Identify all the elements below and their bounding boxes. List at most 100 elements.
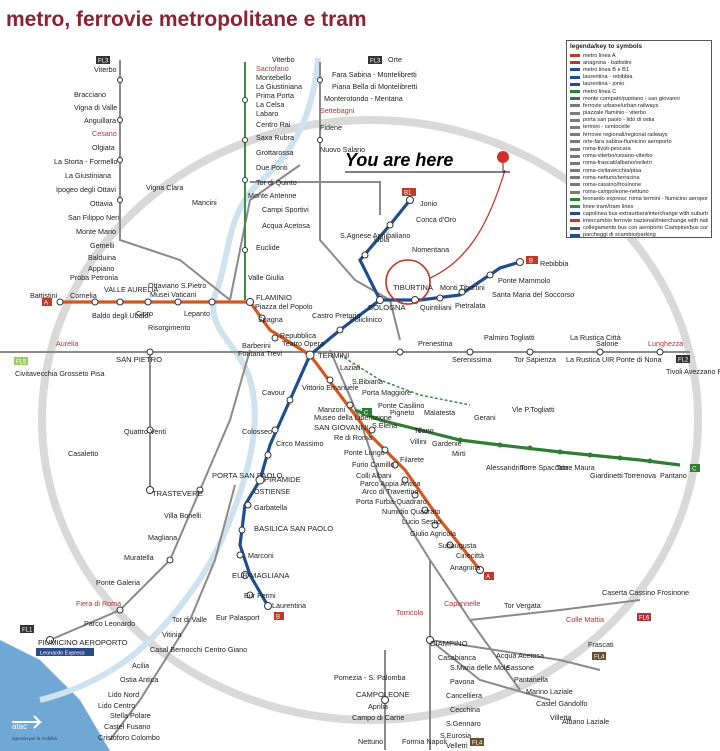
station-dot: [174, 298, 182, 306]
station-label: Villini: [410, 437, 427, 446]
station-dot: [557, 449, 563, 455]
station-dot: [317, 137, 323, 143]
station-label: Teatro Opera: [282, 339, 324, 348]
legend-swatch: [570, 90, 580, 94]
station-label: Anagnina: [450, 563, 480, 572]
station-dot: [368, 426, 376, 434]
fl4-badge-label: FL4: [472, 741, 483, 747]
legend-row: roma-tivoli-pescara: [570, 145, 708, 152]
station-dot: [406, 196, 414, 204]
battistini-a-badge-label: A: [44, 301, 48, 307]
rail-fl4-albano: [429, 639, 551, 701]
legend-row-label: termini - centocelle: [583, 124, 630, 131]
station-label: Ponte Casilino: [378, 401, 424, 410]
station-label: Castel Fusano: [104, 722, 150, 731]
station-label: Barberini: [242, 341, 271, 350]
station-label: Vigna di Valle: [74, 103, 117, 112]
station-label: S.Bibiana: [352, 377, 383, 386]
station-label: Filarete: [400, 455, 424, 464]
station-label: San Filippo Neri: [68, 213, 120, 222]
station-label: Magliana: [148, 533, 177, 542]
station-label: Ostia Antica: [120, 675, 158, 684]
station-dot: [336, 326, 344, 334]
station-label: Castel Gandolfo: [536, 699, 588, 708]
fl1-badge-south-label: FL1: [22, 628, 33, 634]
station-label: S.Agnese Annibaliano: [340, 231, 410, 240]
rail-fl3-north: [119, 60, 231, 301]
gra-ring: [38, 116, 702, 724]
legend-swatch: [570, 97, 580, 101]
station-label: Eur Fermi: [244, 591, 276, 600]
tevere-river: [39, 57, 321, 703]
legend-row-label: roma-frascati/albano/velletri: [583, 160, 652, 167]
fl2-badge: [676, 355, 690, 363]
station-label: Malatesta: [424, 408, 455, 417]
station-dot: [238, 526, 246, 534]
legend-swatch: [570, 140, 580, 144]
legend-row-label: capolinea bus extraurbani/interchange wi…: [583, 210, 708, 217]
station-label: Pomezia - S. Palomba: [334, 673, 406, 682]
station-label: Viterbo: [272, 55, 295, 64]
station-label: Tivoli Avezzano Pescara: [666, 367, 720, 376]
rail-fl1-north: [319, 62, 401, 341]
station-dot: [457, 437, 463, 443]
pantano-c-badge: [690, 464, 700, 472]
station-label: Torre Spaccata: [520, 463, 568, 472]
fl4-badge-frascati: [592, 652, 606, 660]
station-dot: [391, 461, 399, 469]
station-label: Monti Tiburtini: [440, 283, 485, 292]
station-label: Ponte Galeria: [96, 578, 140, 587]
you-are-here-pointer: [429, 169, 506, 279]
station-label: Giulio Agricola: [410, 529, 456, 538]
station-dot: [466, 348, 474, 356]
station-dot: [381, 446, 389, 454]
station-label: Nomentana: [412, 245, 449, 254]
station-label: Saxa Rubra: [256, 133, 294, 142]
rail-frascati: [429, 639, 601, 671]
legend-row: roma-campoleone-nettuno: [570, 189, 708, 196]
station-label: Orte: [388, 55, 402, 64]
legend-row-label: ferrovie urbane/urban railways: [583, 102, 659, 109]
fl5-badge: [14, 357, 28, 365]
station-label: Fara Sabina - Montelibretti: [332, 70, 417, 79]
station-label: CAMPOLEONE: [356, 690, 410, 699]
station-label: SAN PIETRO: [116, 355, 162, 364]
station-dot: [376, 296, 384, 304]
station-label: Cancelliera: [446, 691, 482, 700]
station-dot: [146, 426, 154, 434]
station-label: Palmiro Togliatti: [484, 333, 535, 342]
legend-row: metro linea B e B1: [570, 66, 708, 73]
legend-row: monte compatri/pantano - san giovanni: [570, 95, 708, 102]
rebibbia-b-badge-label: B: [529, 259, 533, 265]
station-label: Libia: [374, 235, 389, 244]
station-dot: [381, 696, 389, 704]
station-dot: [411, 491, 419, 499]
legend-row: laurentina - rebibbia: [570, 74, 708, 81]
station-label: Mirti: [452, 449, 466, 458]
station-label: Centro Rai: [256, 120, 291, 129]
station-label: OSTIENSE: [254, 487, 291, 496]
station-label: Formia Napoli: [402, 737, 447, 746]
fl1-badge-north-label: FL3: [370, 59, 381, 65]
jonio-b1-badge-label: B1: [404, 191, 412, 197]
station-label: Gardenie: [432, 439, 462, 448]
legend-swatch: [570, 125, 580, 129]
station-dot: [458, 288, 466, 296]
legend-swatch: [570, 104, 580, 108]
station-label: Lido Centro: [98, 701, 135, 710]
station-label: S.Eurosia: [440, 731, 471, 740]
station-label: Casabianca: [438, 653, 476, 662]
station-label: CIAMPINO: [430, 639, 468, 648]
station-dot: [196, 486, 204, 494]
station-label: La Rustica Città: [570, 333, 621, 342]
station-label: Torrenova: [624, 471, 656, 480]
legend-swatch: [570, 176, 580, 180]
rail-ring-northwest: [229, 164, 301, 301]
metro-c-dots: [417, 427, 653, 464]
legend-row-label: roma-tivoli-pescara: [583, 146, 631, 153]
station-label: Lunghezza: [648, 339, 683, 348]
legend-row: orte-fara sabina-fiumicino aeroporto: [570, 138, 708, 145]
legend-swatch: [570, 154, 580, 158]
legend-swatch: [570, 205, 580, 209]
legend-row: roma-nettuno/terracina: [570, 174, 708, 181]
